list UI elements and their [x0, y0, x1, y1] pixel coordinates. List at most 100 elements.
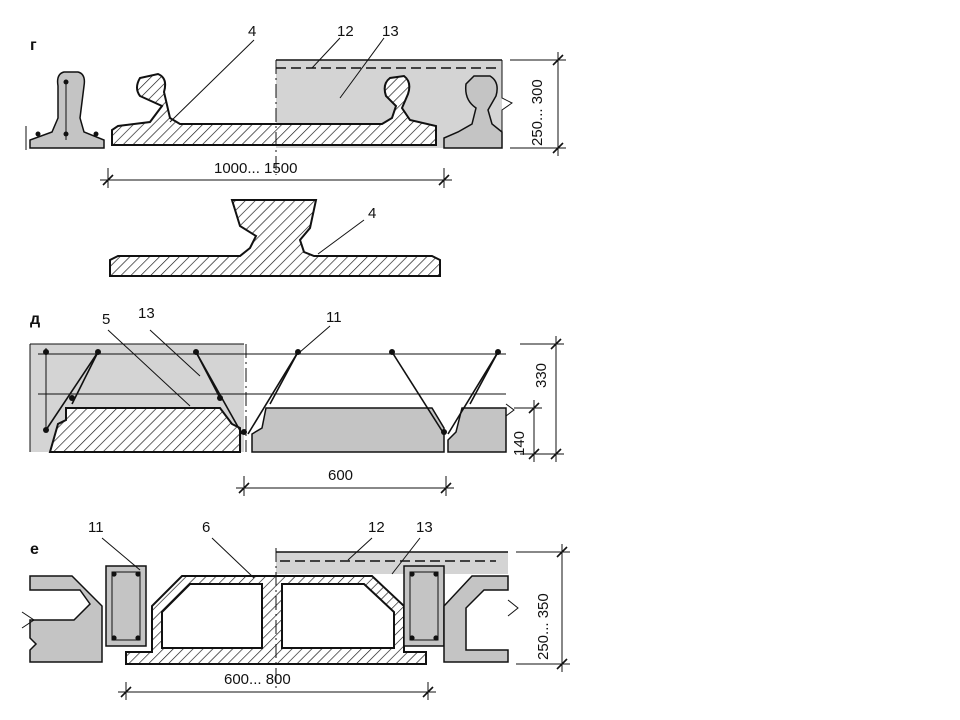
rebar-dot	[93, 131, 99, 137]
rebar-dot	[433, 571, 439, 577]
leader-detail-4	[317, 219, 365, 255]
dim-tick	[528, 448, 540, 460]
rebar-dot	[135, 571, 141, 577]
leader-12	[311, 37, 341, 69]
left-rib-element	[29, 71, 105, 149]
callout-13: 13	[382, 23, 399, 40]
leader-11	[299, 325, 331, 353]
rebar-dot	[495, 349, 501, 355]
truss-diagonal	[269, 351, 299, 405]
dim-tick	[552, 54, 564, 66]
dim-tick	[556, 546, 568, 558]
truss-diagonal	[469, 351, 499, 405]
leader-4	[169, 39, 255, 123]
dim-tick	[552, 142, 564, 154]
section-g: г 4 12 13 1000... 1500	[25, 23, 566, 188]
truss-diagonal	[247, 351, 299, 435]
callout-13-d: 13	[138, 305, 155, 322]
truss-diagonal	[45, 351, 99, 431]
rebar-dot	[217, 395, 223, 401]
dim-slab-label: 140	[511, 431, 528, 456]
leader-13	[149, 329, 201, 377]
dim-tick	[102, 174, 114, 186]
dim-total-label: 330	[533, 363, 550, 388]
stirrup-left	[111, 571, 141, 641]
dim-tick	[120, 686, 132, 698]
callout-4: 4	[248, 23, 256, 40]
section-g-letter: г	[30, 37, 37, 54]
callout-6: 6	[202, 519, 210, 536]
leader-12-e	[347, 537, 373, 561]
truss-diagonal	[71, 351, 99, 405]
rebar-dot	[35, 131, 41, 137]
dim-tick	[238, 482, 250, 494]
rebar-dot	[95, 349, 101, 355]
rib-cage-left	[105, 565, 147, 647]
leader-13-e	[391, 537, 421, 575]
detail-slab-profile	[109, 199, 441, 277]
leader-11-e	[101, 537, 141, 571]
callout-5: 5	[102, 311, 110, 328]
dim-tick	[438, 174, 450, 186]
rebar-dot	[409, 635, 415, 641]
topping-fill	[276, 552, 508, 574]
right-rib-element	[443, 75, 503, 149]
dim-span-label-d: 600	[328, 467, 353, 484]
callout-11-e: 11	[88, 519, 104, 536]
truss-diagonal	[447, 351, 499, 435]
section-e: е 11 6 12 1	[21, 519, 570, 700]
plank-grey-middle	[251, 407, 445, 453]
lattice-truss	[45, 351, 499, 435]
section-d-letter: д	[30, 311, 40, 328]
dim-tick	[422, 686, 434, 698]
rebar-dot	[111, 571, 117, 577]
rebar-dot	[193, 349, 199, 355]
leader-13	[339, 37, 385, 99]
break-line	[501, 60, 513, 148]
detail-element-4: 4	[109, 199, 441, 277]
leader-6	[211, 537, 255, 579]
rebar-dot	[69, 395, 75, 401]
rebar-dot	[433, 635, 439, 641]
dim-span-label: 1000... 1500	[214, 160, 297, 177]
detail-callout-4: 4	[368, 205, 376, 222]
rebar-dot	[43, 427, 49, 433]
callout-12-e: 12	[368, 519, 385, 536]
break-e-right	[507, 599, 519, 617]
dim-tick	[556, 658, 568, 670]
rebar-dot	[409, 571, 415, 577]
ribbed-slab-element	[111, 72, 437, 146]
rebar-dot	[63, 131, 69, 137]
break-e-left	[21, 611, 35, 629]
dim-height-label-e: 250... 350	[535, 593, 552, 660]
dim-tick	[528, 402, 540, 414]
left-hollow-block	[29, 575, 103, 663]
rebar-dot	[389, 349, 395, 355]
leader-5	[107, 329, 191, 407]
stirrup-right	[409, 571, 439, 641]
section-e-letter: е	[30, 541, 39, 558]
section-d: д	[29, 305, 564, 496]
callout-11: 11	[326, 309, 342, 326]
dim-tick	[550, 448, 562, 460]
rebar-dot	[295, 349, 301, 355]
callout-12: 12	[337, 23, 354, 40]
break-d	[505, 403, 515, 417]
dim-span-label-e: 600... 800	[224, 671, 291, 688]
rib-cage-right	[403, 565, 445, 647]
rebar-dot	[43, 349, 49, 355]
dim-height-label: 250... 300	[529, 79, 546, 146]
plank-hatched	[48, 407, 241, 453]
truss-diagonal	[195, 351, 221, 399]
rebar-dot	[63, 79, 69, 85]
truss-diagonal	[391, 351, 445, 435]
rebar-dot	[241, 429, 247, 435]
rebar-dot	[111, 635, 117, 641]
dim-tick	[440, 482, 452, 494]
rebar-dot	[135, 635, 141, 641]
plank-grey-right	[447, 407, 507, 453]
dim-tick	[550, 338, 562, 350]
right-hollow-block	[443, 575, 509, 663]
rebar-dot	[441, 429, 447, 435]
